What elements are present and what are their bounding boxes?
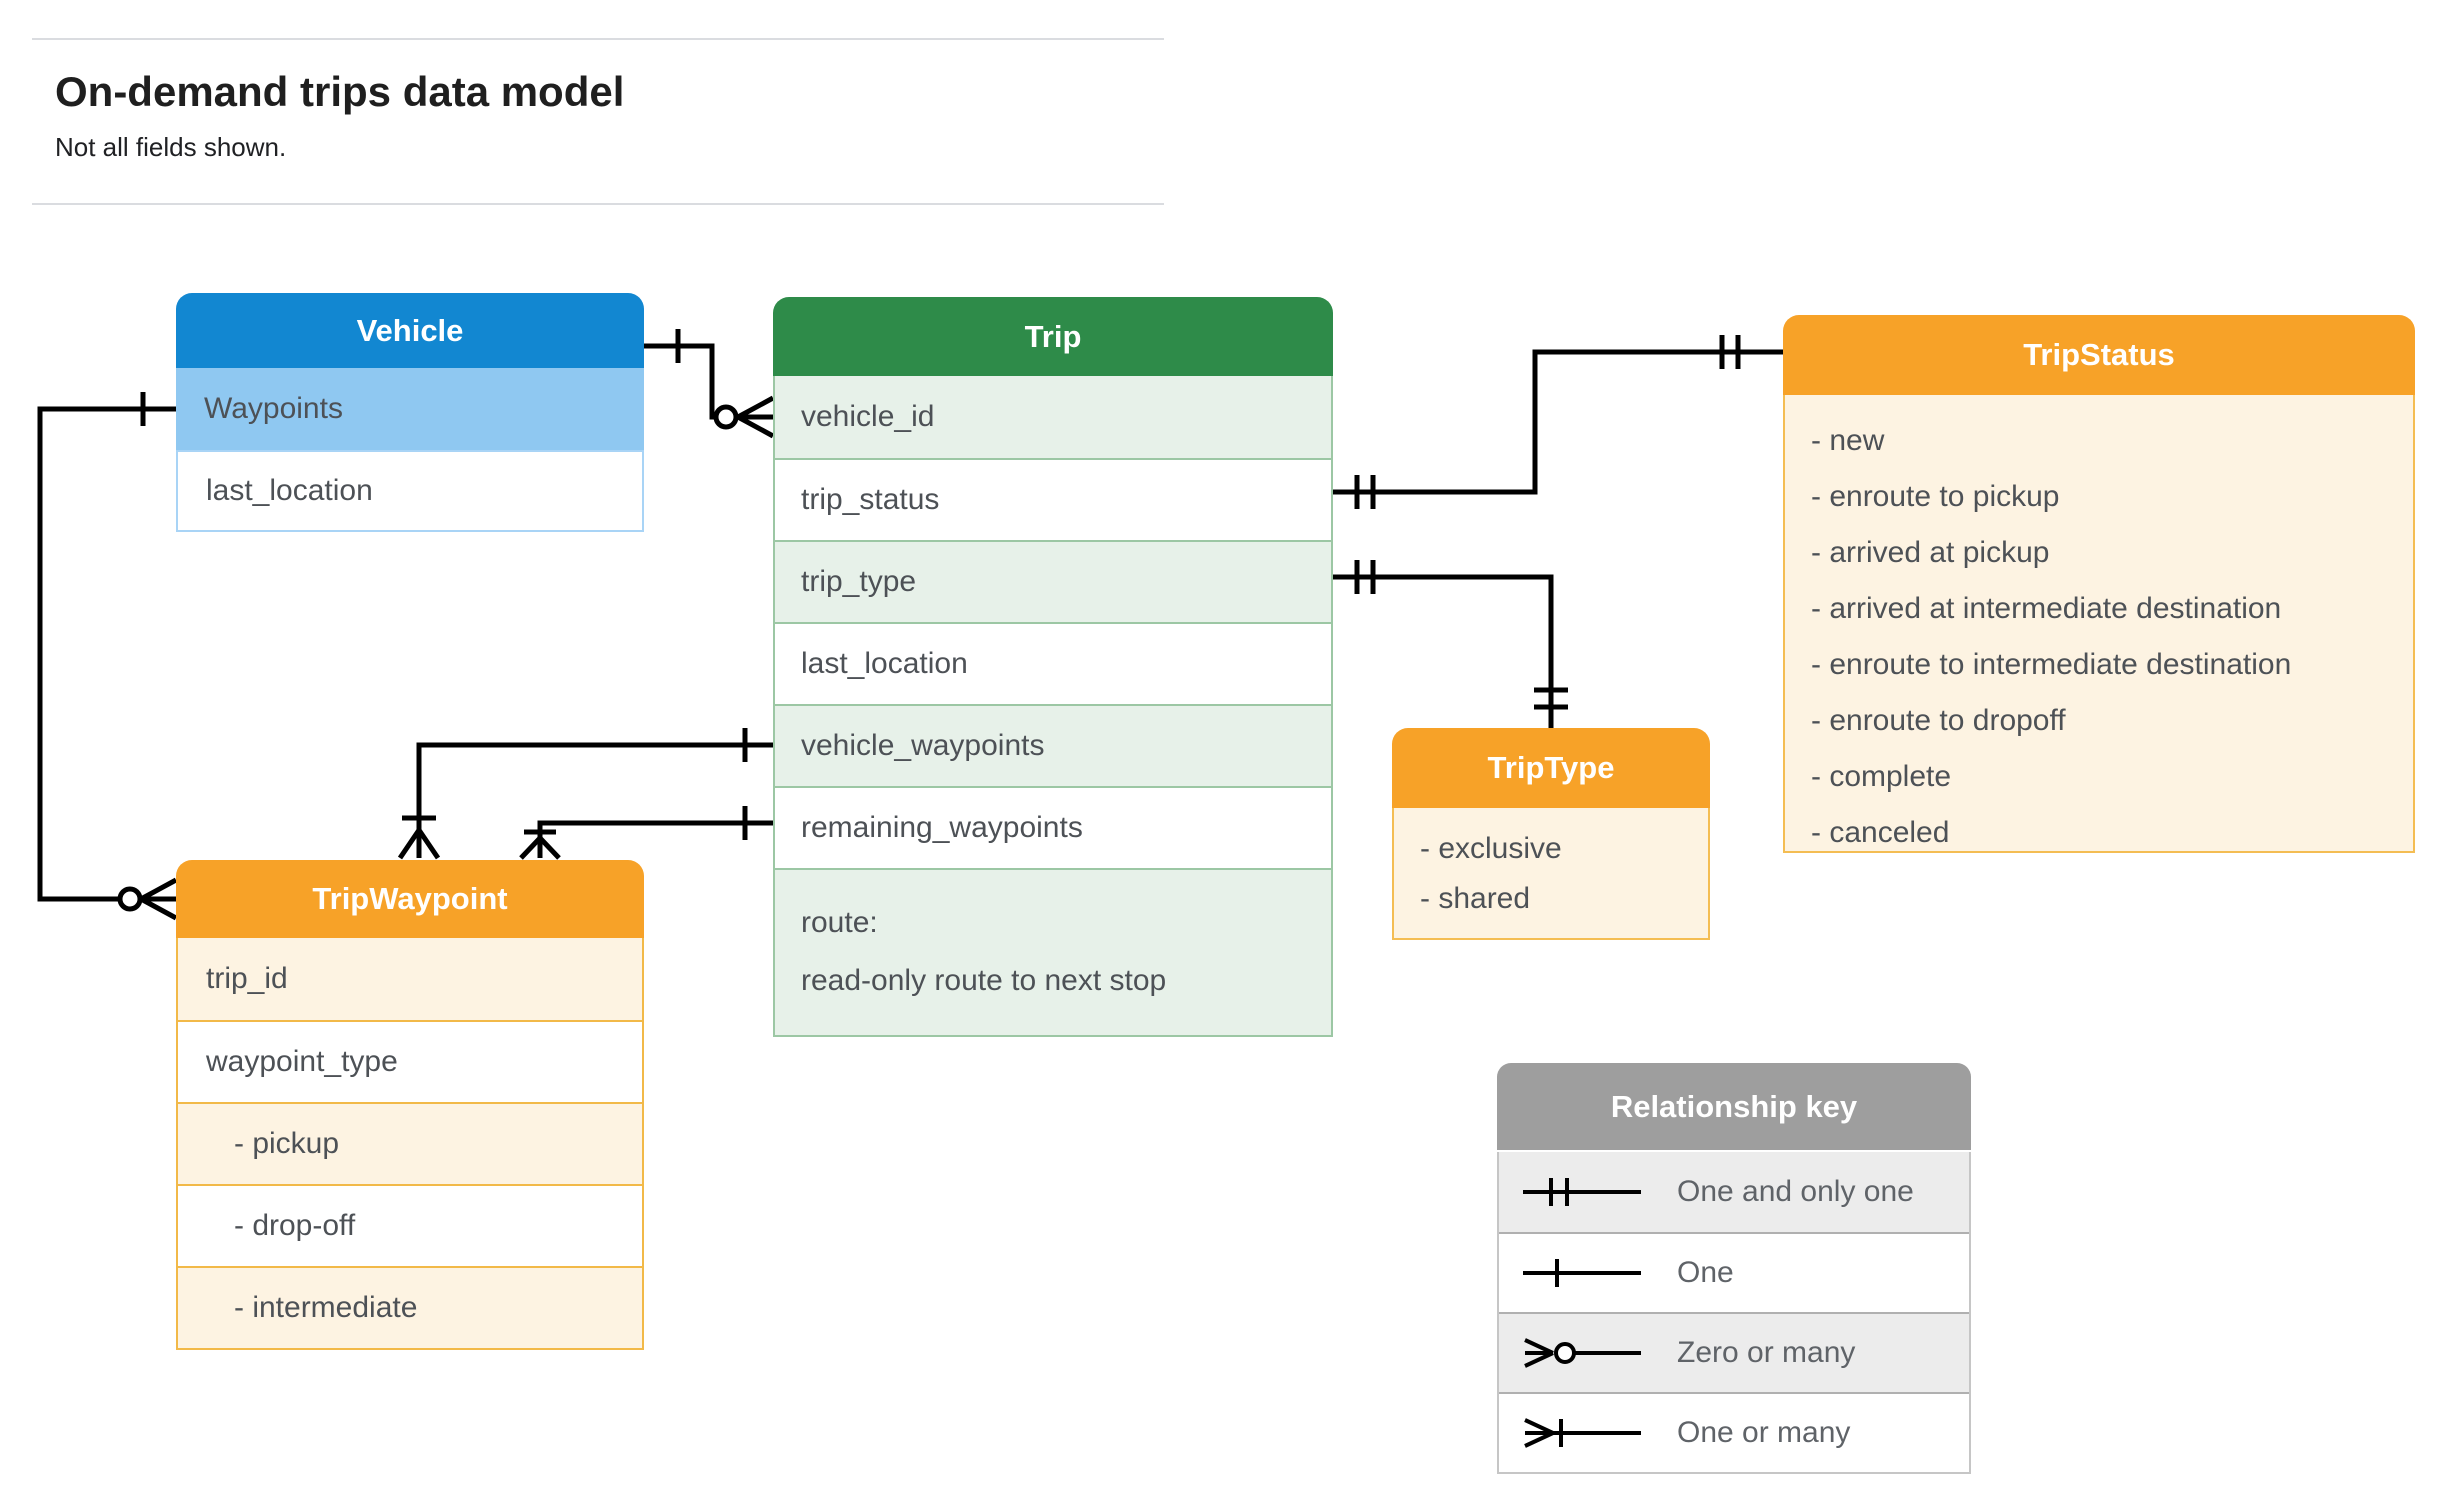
key-label: Zero or many [1677, 1336, 1856, 1369]
entity-tripstatus-header: TripStatus [1783, 315, 2415, 395]
vehicle-field-last-location: last_location [176, 450, 644, 532]
relationship-key-header: Relationship key [1497, 1063, 1971, 1150]
tripwaypoint-field-waypoint-type: waypoint_type [178, 1020, 642, 1102]
divider-bottom [32, 203, 1164, 205]
entity-tripwaypoint-body: trip_id waypoint_type - pickup - drop-of… [176, 938, 644, 1350]
vehicle-trip-connector [644, 329, 775, 439]
vehicle-tripwaypoint-connector [37, 392, 178, 921]
tripstatus-value: - canceled [1811, 816, 1950, 849]
tripstatus-value: - enroute to dropoff [1811, 704, 2066, 737]
tripstatus-value: - complete [1811, 760, 1952, 793]
tripwaypoint-value-intermediate: - intermediate [178, 1266, 642, 1348]
key-label: One or many [1677, 1416, 1851, 1449]
key-row-zero-or-many: Zero or many [1499, 1312, 1969, 1392]
entity-triptype: TripType - exclusive - shared [1392, 728, 1710, 940]
trip-field-trip-type: trip_type [775, 540, 1331, 622]
entity-triptype-header: TripType [1392, 728, 1710, 808]
trip-field-vehicle-id: vehicle_id [775, 376, 1331, 458]
trip-route-line2: read-only route to next stop [801, 964, 1167, 997]
one-and-only-one-icon [1499, 1170, 1677, 1214]
tripstatus-value: - enroute to intermediate destination [1811, 648, 2292, 681]
trip-field-route: route: read-only route to next stop [775, 868, 1331, 1035]
tripstatus-value: - arrived at intermediate destination [1811, 592, 2282, 625]
entity-trip: Trip vehicle_id trip_status trip_type la… [773, 297, 1333, 1037]
entity-tripwaypoint-header: TripWaypoint [176, 860, 644, 938]
one-icon [1499, 1251, 1677, 1295]
tripstatus-value: - enroute to pickup [1811, 480, 2060, 513]
tripwaypoint-field-trip-id: trip_id [178, 938, 642, 1020]
page-subtitle: Not all fields shown. [55, 132, 287, 162]
entity-trip-body: vehicle_id trip_status trip_type last_lo… [773, 376, 1333, 1037]
entity-tripwaypoint: TripWaypoint trip_id waypoint_type - pic… [176, 860, 644, 1350]
entity-tripstatus: TripStatus - new - enroute to pickup - a… [1783, 315, 2415, 853]
trip-vehiclewaypoints-connector [397, 728, 773, 860]
entity-vehicle-header: Vehicle [176, 293, 644, 368]
key-row-one-and-only-one: One and only one [1499, 1152, 1969, 1232]
trip-field-last-location: last_location [775, 622, 1331, 704]
zero-or-many-icon [1499, 1331, 1677, 1375]
trip-remainingwaypoints-connector [519, 806, 773, 860]
one-or-many-icon [1499, 1411, 1677, 1455]
tripwaypoint-value-dropoff: - drop-off [178, 1184, 642, 1266]
entity-triptype-body: - exclusive - shared [1392, 808, 1710, 940]
key-row-one-or-many: One or many [1499, 1392, 1969, 1472]
triptype-value: - shared [1420, 882, 1531, 915]
triptype-value: - exclusive [1420, 832, 1562, 865]
vehicle-field-waypoints: Waypoints [176, 368, 644, 450]
relationship-key: Relationship key One and only one One [1497, 1063, 1971, 1474]
trip-field-trip-status: trip_status [775, 458, 1331, 540]
page-title: On-demand trips data model [55, 68, 625, 115]
tripstatus-value: - arrived at pickup [1811, 536, 2050, 569]
entity-trip-header: Trip [773, 297, 1333, 376]
trip-field-vehicle-waypoints: vehicle_waypoints [775, 704, 1331, 786]
relationship-key-body: One and only one One Zer [1497, 1152, 1971, 1474]
trip-field-remaining-waypoints: remaining_waypoints [775, 786, 1331, 868]
tripwaypoint-value-pickup: - pickup [178, 1102, 642, 1184]
trip-route-line1: route: [801, 906, 878, 939]
divider-top [32, 38, 1164, 40]
key-row-one: One [1499, 1232, 1969, 1312]
tripstatus-value: - new [1811, 424, 1885, 457]
key-label: One [1677, 1256, 1734, 1289]
trip-tripstatus-connector [1333, 335, 1783, 509]
entity-vehicle: Vehicle Waypoints last_location [176, 293, 644, 532]
entity-tripstatus-body: - new - enroute to pickup - arrived at p… [1783, 395, 2415, 853]
key-label: One and only one [1677, 1175, 1914, 1208]
